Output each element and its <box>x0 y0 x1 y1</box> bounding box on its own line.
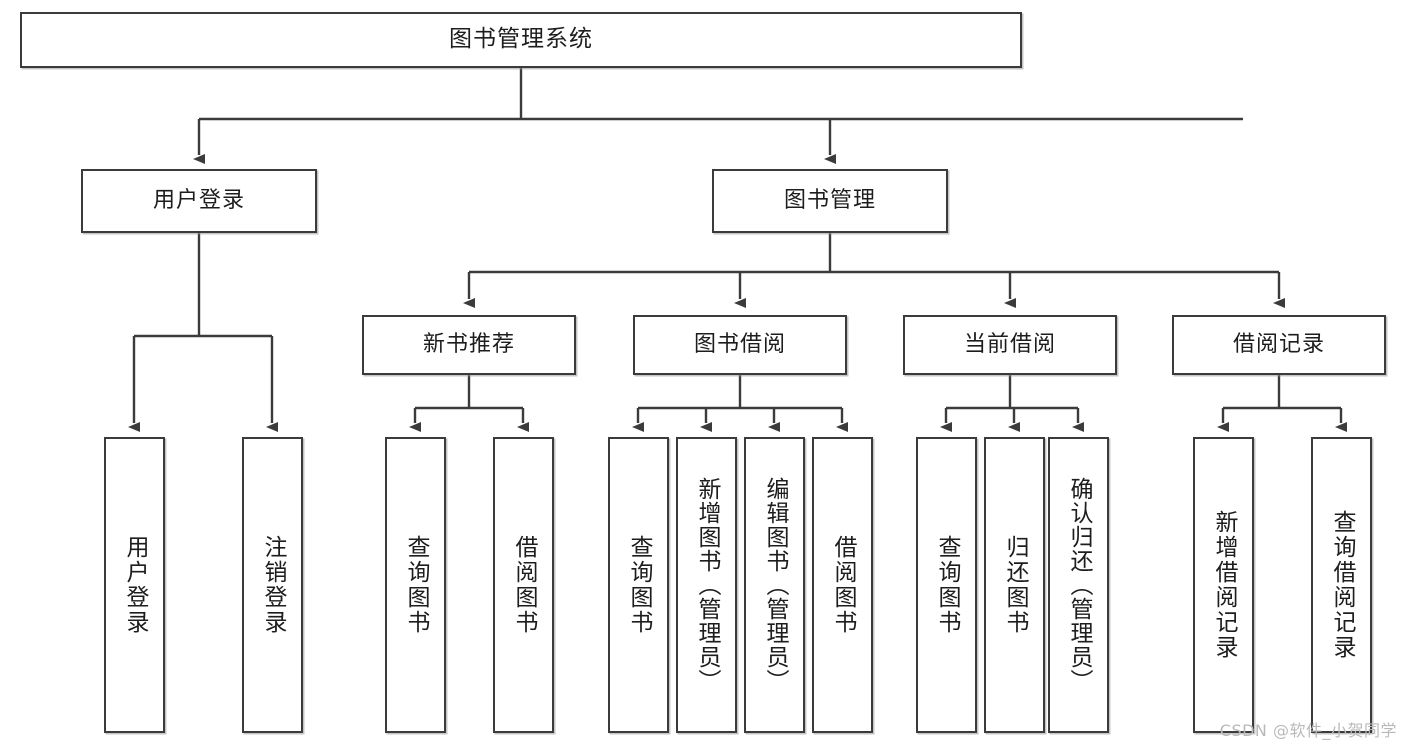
leaf-query-book-borrow[interactable]: 查询图书 <box>608 437 669 733</box>
leaf-add-book-admin[interactable]: 新增图书（管理员） <box>676 437 737 733</box>
node-label: 图书管理 <box>783 187 876 213</box>
leaf-label: 查询图书 <box>403 535 429 635</box>
leaf-label: 新增图书（管理员） <box>694 477 720 693</box>
leaf-add-borrow-record[interactable]: 新增借阅记录 <box>1193 437 1254 733</box>
node-new-book-recommend[interactable]: 新书推荐 <box>362 315 576 375</box>
leaf-label: 新增借阅记录 <box>1211 510 1237 660</box>
leaf-label: 归还图书 <box>1002 535 1028 635</box>
leaf-query-borrow-record[interactable]: 查询借阅记录 <box>1311 437 1372 733</box>
leaf-borrow-book[interactable]: 借阅图书 <box>812 437 873 733</box>
leaf-label: 查询借阅记录 <box>1329 510 1355 660</box>
node-user-login[interactable]: 用户登录 <box>81 169 317 233</box>
leaf-label: 注销登录 <box>260 535 286 635</box>
node-label: 新书推荐 <box>422 331 515 357</box>
node-book-management[interactable]: 图书管理 <box>712 169 948 233</box>
leaf-label: 编辑图书（管理员） <box>762 477 788 693</box>
node-borrow-record[interactable]: 借阅记录 <box>1172 315 1386 375</box>
node-book-borrow[interactable]: 图书借阅 <box>633 315 847 375</box>
leaf-label: 查询图书 <box>934 535 960 635</box>
leaf-query-book-current[interactable]: 查询图书 <box>916 437 977 733</box>
node-label: 当前借阅 <box>963 331 1056 357</box>
node-label: 用户登录 <box>152 187 245 213</box>
leaf-return-book[interactable]: 归还图书 <box>984 437 1045 733</box>
node-label: 借阅记录 <box>1232 331 1325 357</box>
leaf-label: 借阅图书 <box>511 535 537 635</box>
leaf-label: 确认归还（管理员） <box>1066 477 1092 693</box>
node-current-borrow[interactable]: 当前借阅 <box>903 315 1117 375</box>
leaf-label: 借阅图书 <box>830 535 856 635</box>
leaf-query-book-recommend[interactable]: 查询图书 <box>385 437 446 733</box>
node-label: 图书借阅 <box>693 331 786 357</box>
node-label: 图书管理系统 <box>449 26 593 53</box>
leaf-edit-book-admin[interactable]: 编辑图书（管理员） <box>744 437 805 733</box>
leaf-user-login[interactable]: 用户登录 <box>104 437 165 733</box>
node-root-system[interactable]: 图书管理系统 <box>20 12 1022 68</box>
leaf-logout[interactable]: 注销登录 <box>242 437 303 733</box>
leaf-borrow-book-recommend[interactable]: 借阅图书 <box>493 437 554 733</box>
leaf-label: 查询图书 <box>626 535 652 635</box>
leaf-label: 用户登录 <box>122 535 148 635</box>
leaf-confirm-return-admin[interactable]: 确认归还（管理员） <box>1048 437 1109 733</box>
